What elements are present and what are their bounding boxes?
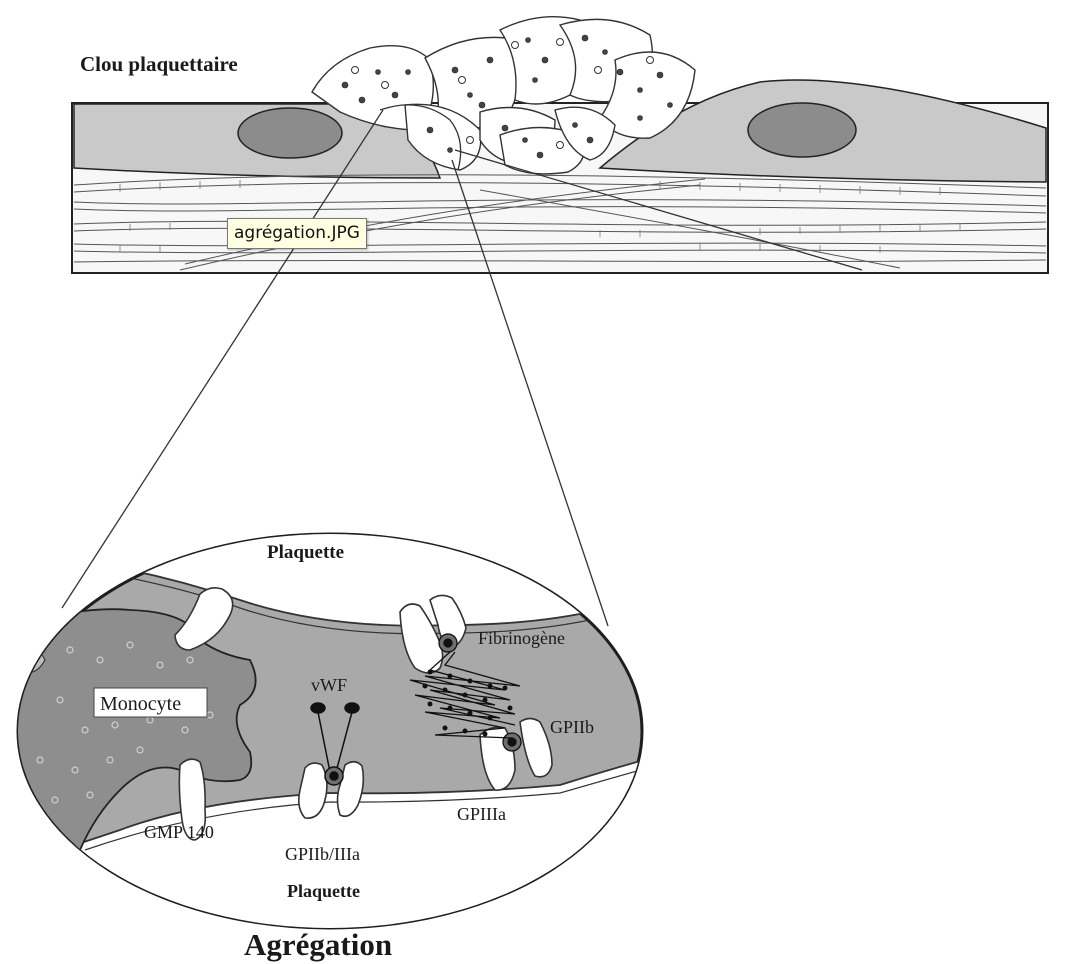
top-title: Clou plaquettaire [80, 52, 238, 76]
fibrinogene-label: Fibrinogène [478, 628, 565, 648]
gpiib-iiia-label: GPIIb/IIIa [285, 844, 360, 864]
monocyte-label: Monocyte [100, 693, 181, 715]
gmp140-label: GMP 140 [144, 822, 214, 842]
plaquette-bottom-label: Plaquette [287, 881, 360, 901]
file-name-tooltip: agrégation.JPG [227, 218, 367, 249]
caption: Agrégation [244, 927, 392, 962]
plaquette-top-label: Plaquette [267, 542, 344, 563]
vwf-label: vWF [311, 675, 347, 695]
gpiiia-label: GPIIIa [457, 804, 506, 824]
gpiib-label: GPIIb [550, 717, 594, 737]
nucleus-left [238, 108, 342, 158]
nucleus-right [748, 103, 856, 157]
